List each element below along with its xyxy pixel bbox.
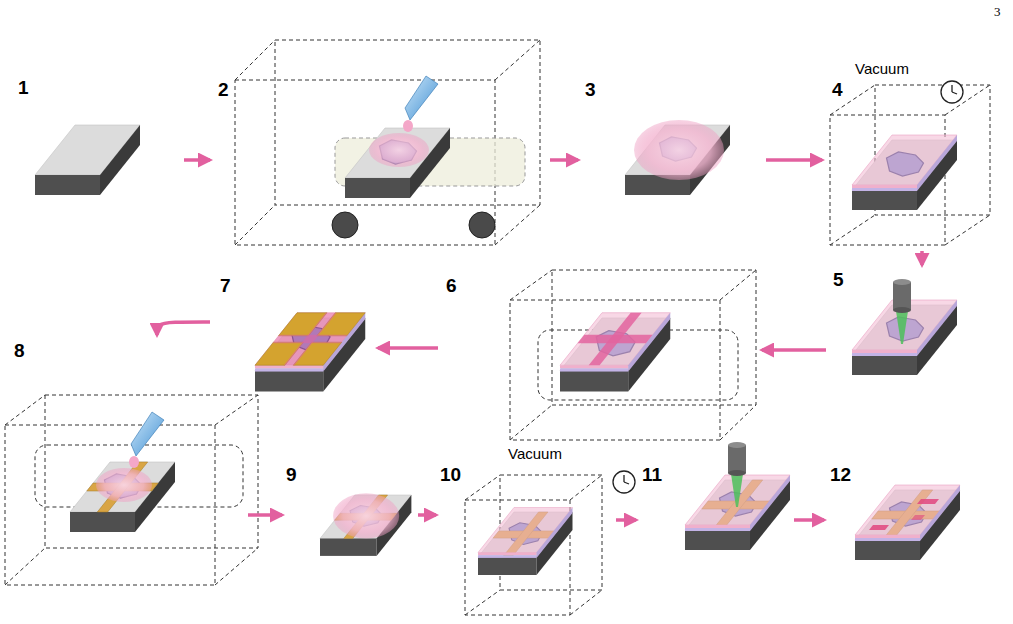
process-arrow [157, 322, 210, 335]
chamber-label: Vacuum [855, 61, 909, 78]
process-step: 7 [214, 275, 374, 405]
step-number: 9 [286, 465, 297, 486]
step-number: 2 [218, 80, 229, 101]
pipette [403, 76, 438, 132]
patterned-substrate [560, 313, 670, 392]
glovebox-outline [235, 40, 540, 245]
step-number: 8 [14, 341, 25, 362]
process-arrow [616, 518, 636, 522]
process-arrow [794, 518, 824, 522]
step-number: 10 [440, 465, 461, 486]
vacuum-chamber [830, 85, 990, 245]
step-number: 7 [220, 276, 231, 297]
pipette [129, 412, 164, 468]
clock-icon [613, 471, 635, 493]
wheel [332, 212, 358, 238]
step-number: 11 [642, 465, 662, 486]
step-number: 5 [833, 270, 844, 291]
process-step: 11 [640, 440, 790, 560]
laser-writer [728, 442, 746, 507]
process-arrow [920, 251, 924, 265]
step-number: 12 [830, 465, 851, 486]
process-arrow [378, 346, 438, 350]
chamber-outline [510, 270, 756, 440]
process-arrow [248, 513, 282, 517]
step-number: 1 [18, 78, 29, 99]
glovebox-outline [5, 395, 258, 585]
process-step: 2 [214, 35, 546, 250]
coated-substrate [852, 135, 957, 210]
vacuum-chamber [465, 475, 602, 615]
process-step: 8 [4, 338, 244, 590]
substrate [345, 128, 450, 198]
wheel [469, 212, 495, 238]
process-step: 1 [10, 78, 180, 203]
step-number: 6 [446, 276, 457, 297]
process-arrow [762, 348, 826, 352]
process-arrow [766, 158, 822, 162]
process-step: 4 Vacuum [826, 58, 996, 248]
substrate [625, 120, 730, 195]
step-number: 3 [585, 80, 596, 101]
step-number: 4 [832, 80, 843, 101]
page-number: 3 [994, 4, 1001, 20]
process-step: 3 [582, 78, 762, 203]
metallised-substrate [255, 313, 365, 392]
process-step: 9 [286, 462, 414, 562]
coated-substrate [478, 508, 573, 576]
substrate [35, 125, 140, 195]
process-arrow [184, 158, 210, 162]
process-arrow [550, 158, 578, 162]
clock-icon [941, 81, 963, 103]
process-step: 5 [830, 268, 970, 388]
contacted-substrate [70, 462, 175, 532]
process-step: 6 [442, 266, 758, 446]
process-arrow [418, 513, 436, 517]
contacted-substrate [320, 493, 411, 556]
laser-writer [893, 279, 911, 344]
process-step: 12 [828, 462, 978, 562]
finished-device [855, 485, 960, 560]
chamber-label: Vacuum [508, 446, 562, 463]
process-step: 10 Vacuum [440, 444, 612, 618]
